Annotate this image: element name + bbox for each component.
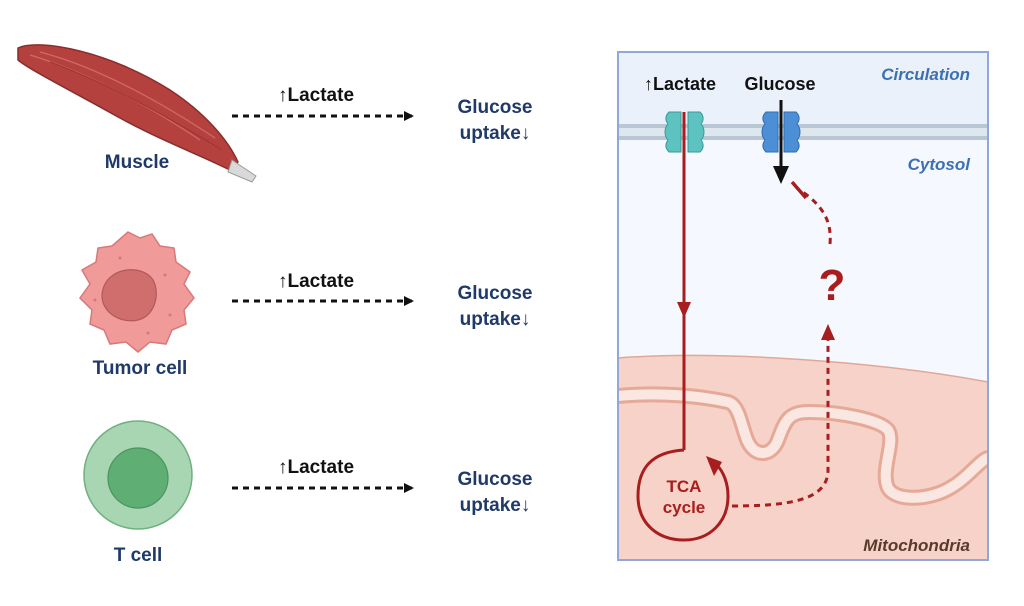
mitochondria-shape <box>618 354 988 560</box>
result-line1-row1: Glucose <box>458 97 533 118</box>
muscle-illustration <box>17 44 257 183</box>
membrane-inner-line <box>618 136 988 140</box>
result-line2-row2: uptake↓ <box>460 309 531 330</box>
circulation-label: Circulation <box>881 65 970 84</box>
lactate-transporter-icon <box>664 111 705 153</box>
tumor-cell-illustration <box>79 231 195 353</box>
result-line1-row3: Glucose <box>458 469 533 490</box>
cytosol-label: Cytosol <box>908 155 972 174</box>
lactate-label-row1: ↑Lactate <box>278 85 354 106</box>
panel-border <box>617 51 989 561</box>
tca-label-line1: TCA <box>667 477 702 496</box>
muscle-label: Muscle <box>105 152 169 173</box>
lactate-flow-arrowhead <box>677 302 691 318</box>
lactate-label-row3: ↑Lactate <box>278 457 354 478</box>
unknown-mechanism-question-mark: ? <box>819 261 846 310</box>
inhibition-dashed-path <box>799 188 832 245</box>
glucose-flow-arrowhead <box>773 166 789 184</box>
result-line1-row2: Glucose <box>458 283 533 304</box>
feedback-arrowhead <box>821 324 835 340</box>
membrane-middle <box>618 128 988 136</box>
t-cell-illustration <box>83 420 193 530</box>
tumor-cell-label: Tumor cell <box>93 358 188 379</box>
tca-label-line2: cycle <box>663 498 706 517</box>
glucose-transporter-icon <box>761 111 801 153</box>
lactate-label-row2: ↑Lactate <box>278 271 354 292</box>
tca-cycle-icon <box>636 448 730 542</box>
lactate-circulation-label: ↑Lactate <box>644 74 716 94</box>
glucose-circulation-label: Glucose <box>744 74 815 94</box>
inhibition-bar-icon <box>790 180 808 200</box>
t-cell-label: T cell <box>114 545 163 566</box>
membrane-outer-line <box>618 124 988 128</box>
mitochondria-label: Mitochondria <box>863 536 970 555</box>
result-line2-row1: uptake↓ <box>460 123 531 144</box>
result-line2-row3: uptake↓ <box>460 495 531 516</box>
